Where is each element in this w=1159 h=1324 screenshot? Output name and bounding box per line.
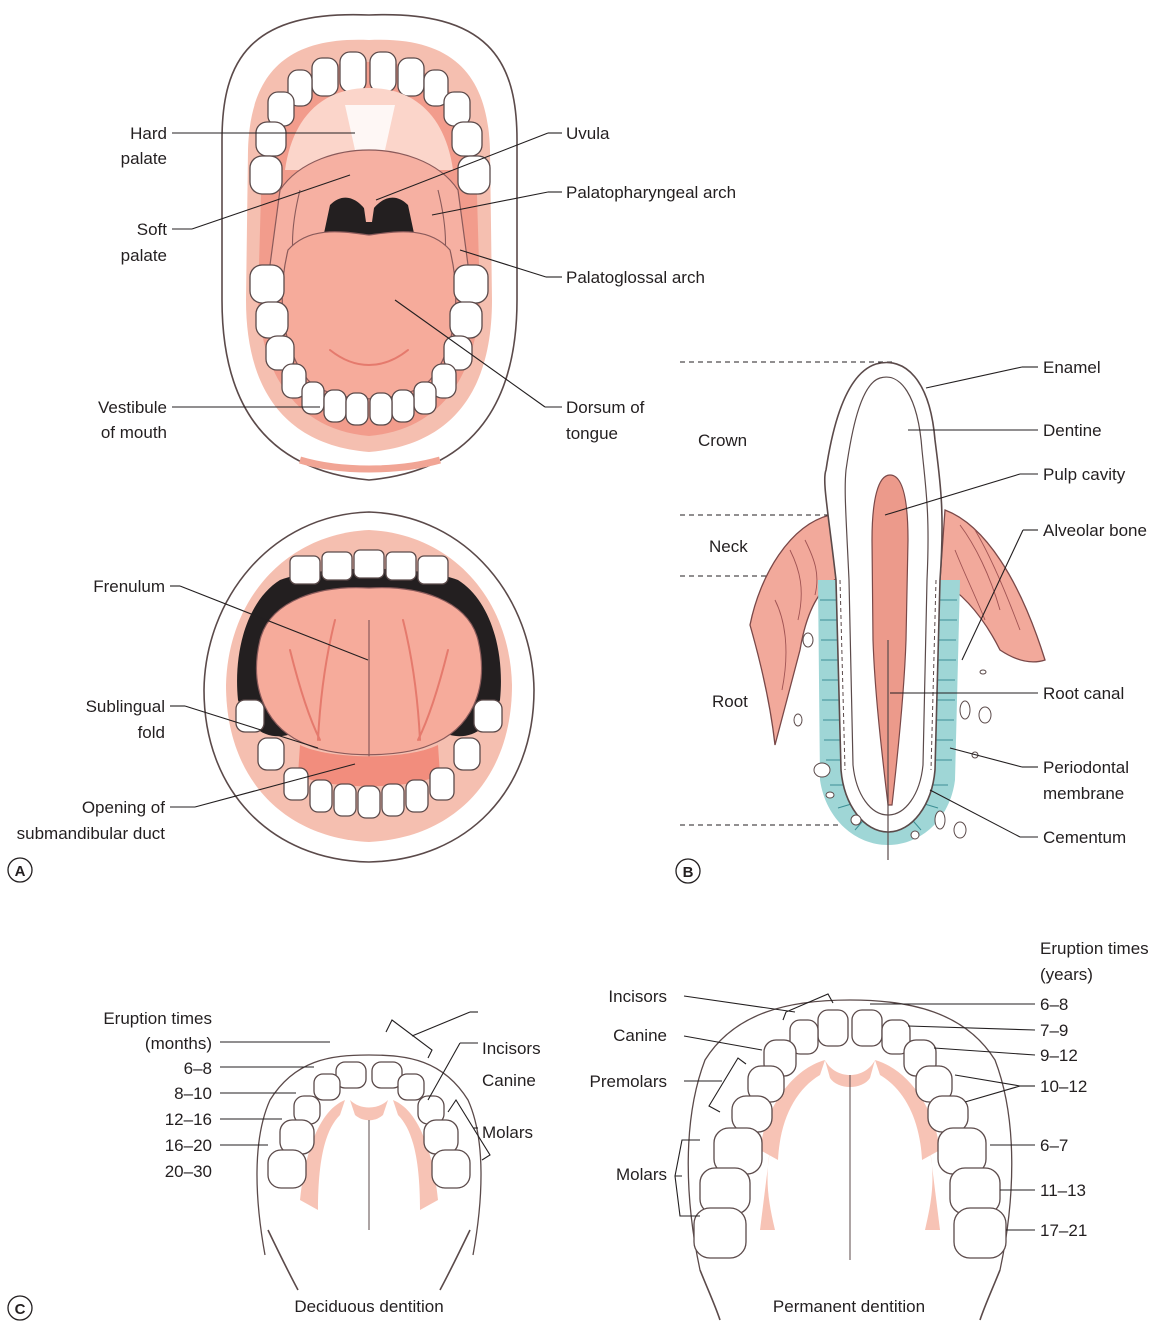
label-enamel: Enamel xyxy=(1043,358,1101,377)
label-alveolar-bone: Alveolar bone xyxy=(1043,521,1147,540)
permanent-time-1: 6–8 xyxy=(1040,995,1068,1014)
panel-c-marker: C xyxy=(8,1296,32,1320)
label-hard-palate-line1: Hard xyxy=(130,124,167,143)
permanent-label-molars: Molars xyxy=(616,1165,667,1184)
deciduous-time-4: 16–20 xyxy=(165,1136,212,1155)
panel-b-marker: B xyxy=(676,859,700,883)
deciduous-arch-illustration xyxy=(257,1055,481,1290)
label-submandibular-line2: submandibular duct xyxy=(17,824,166,843)
label-soft-palate-line1: Soft xyxy=(137,220,168,239)
label-submandibular-line1: Opening of xyxy=(82,798,165,817)
permanent-caption: Permanent dentition xyxy=(773,1297,925,1316)
label-cementum: Cementum xyxy=(1043,828,1126,847)
label-periodontal-line2: membrane xyxy=(1043,784,1124,803)
deciduous-label-canine: Canine xyxy=(482,1071,536,1090)
label-root-canal: Root canal xyxy=(1043,684,1124,703)
deciduous-label-incisors: Incisors xyxy=(482,1039,541,1058)
permanent-time-3: 9–12 xyxy=(1040,1046,1078,1065)
label-dentine: Dentine xyxy=(1043,421,1102,440)
label-vestibule-line1: Vestibule xyxy=(98,398,167,417)
deciduous-time-5: 20–30 xyxy=(165,1162,212,1181)
permanent-label-incisors: Incisors xyxy=(608,987,667,1006)
label-soft-palate-line2: palate xyxy=(121,246,167,265)
label-frenulum: Frenulum xyxy=(93,577,165,596)
permanent-eruption-header-line2: (years) xyxy=(1040,965,1093,984)
label-dorsum-line1: Dorsum of xyxy=(566,398,645,417)
under-tongue-illustration xyxy=(204,512,534,862)
permanent-arch-illustration xyxy=(688,1000,1012,1320)
permanent-time-4: 10–12 xyxy=(1040,1077,1087,1096)
label-region-crown: Crown xyxy=(698,431,747,450)
label-sublingual-line2: fold xyxy=(138,723,165,742)
open-mouth-illustration xyxy=(222,15,517,480)
label-pulp-cavity: Pulp cavity xyxy=(1043,465,1126,484)
label-vestibule-line2: of mouth xyxy=(101,423,167,442)
permanent-time-7: 17–21 xyxy=(1040,1221,1087,1240)
label-region-root: Root xyxy=(712,692,748,711)
deciduous-eruption-header-line1: Eruption times xyxy=(103,1009,212,1028)
label-hard-palate-line2: palate xyxy=(121,149,167,168)
permanent-time-5: 6–7 xyxy=(1040,1136,1068,1155)
permanent-label-premolars: Premolars xyxy=(590,1072,667,1091)
panel-letter-a: A xyxy=(15,863,26,880)
permanent-time-2: 7–9 xyxy=(1040,1021,1068,1040)
panel-letter-c: C xyxy=(15,1301,26,1318)
deciduous-label-molars: Molars xyxy=(482,1123,533,1142)
permanent-label-canine: Canine xyxy=(613,1026,667,1045)
panel-letter-b: B xyxy=(683,864,694,881)
deciduous-time-2: 8–10 xyxy=(174,1084,212,1103)
label-palatoglossal-arch: Palatoglossal arch xyxy=(566,268,705,287)
permanent-eruption-header-line1: Eruption times xyxy=(1040,939,1149,958)
label-palatopharyngeal-arch: Palatopharyngeal arch xyxy=(566,183,736,202)
deciduous-time-1: 6–8 xyxy=(184,1059,212,1078)
deciduous-eruption-header-line2: (months) xyxy=(145,1034,212,1053)
panel-a-marker: A xyxy=(8,858,32,882)
permanent-time-6: 11–13 xyxy=(1040,1181,1086,1200)
deciduous-caption: Deciduous dentition xyxy=(294,1297,443,1316)
label-uvula: Uvula xyxy=(566,124,610,143)
label-sublingual-line1: Sublingual xyxy=(86,697,165,716)
label-periodontal-line1: Periodontal xyxy=(1043,758,1129,777)
label-region-neck: Neck xyxy=(709,537,748,556)
label-dorsum-line2: tongue xyxy=(566,424,618,443)
deciduous-time-3: 12–16 xyxy=(165,1110,212,1129)
